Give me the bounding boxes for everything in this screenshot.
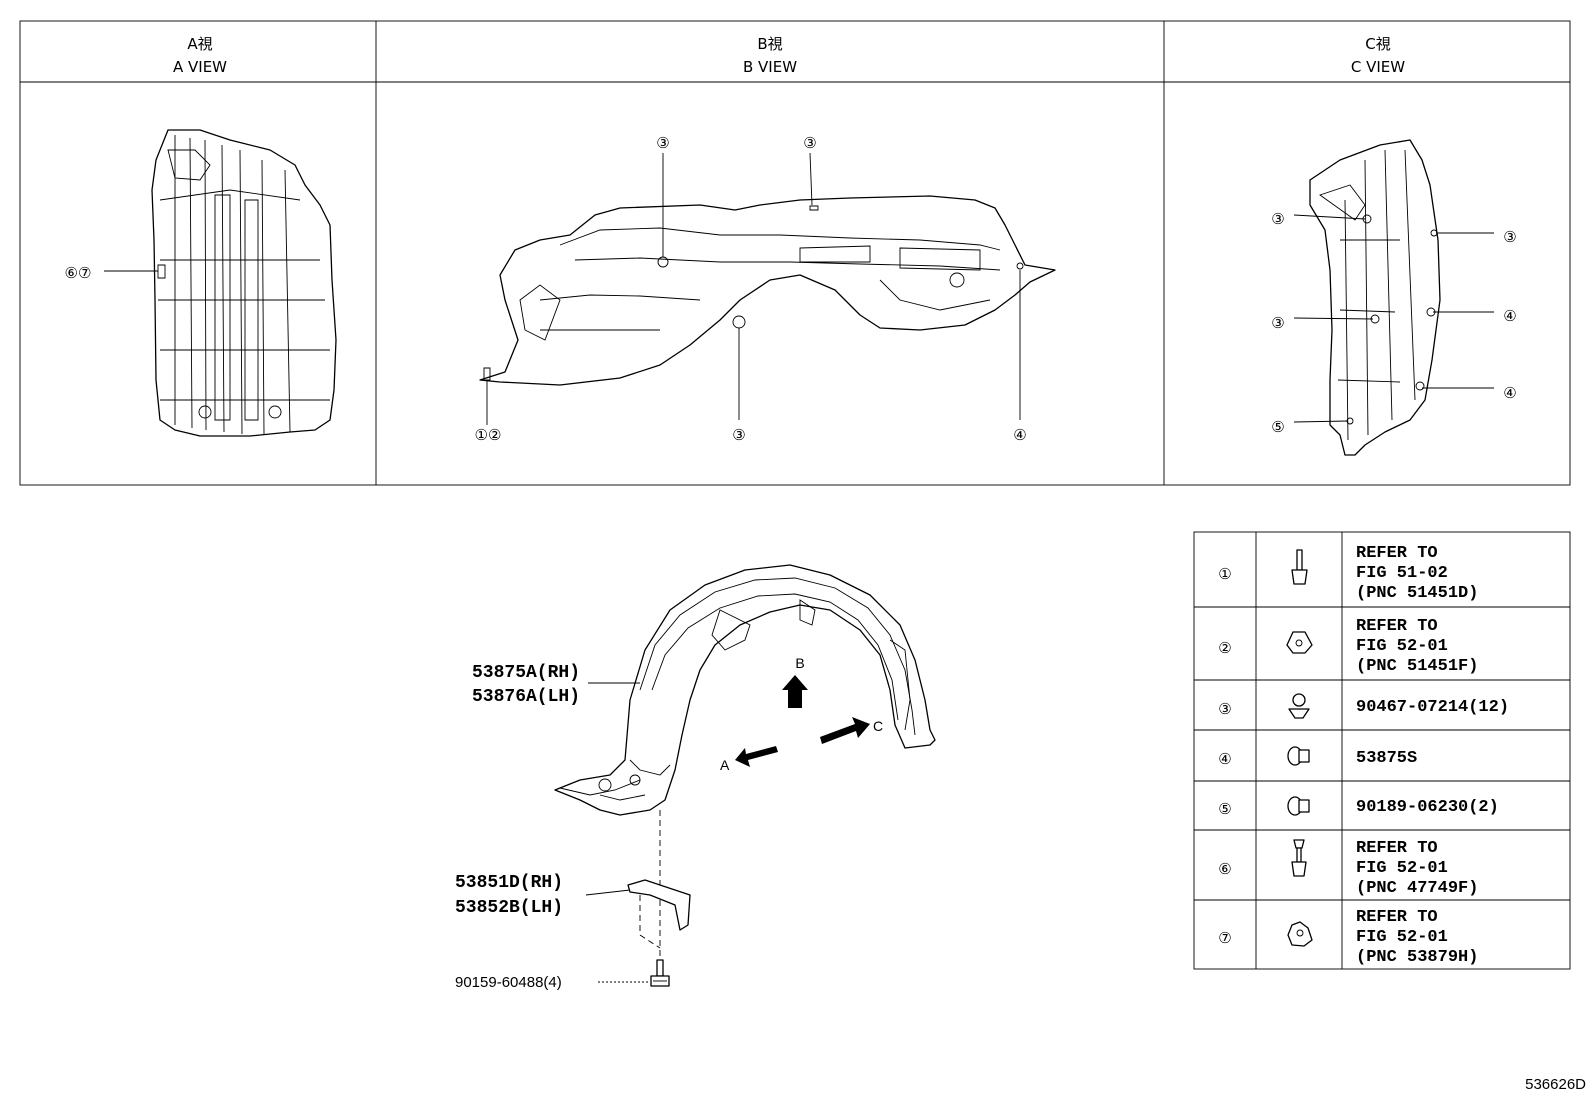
legend-row-4: ④ 53875S xyxy=(1218,746,1417,768)
legend-line: (PNC 53879H) xyxy=(1356,948,1478,967)
retainer-icon xyxy=(1287,921,1313,947)
bolt-part xyxy=(650,959,670,987)
label-liner-rh: 53875A(RH) xyxy=(472,663,580,683)
view-b-title-en: B VIEW xyxy=(743,58,797,76)
label-bolt: 90159-60488(4) xyxy=(455,974,562,991)
arrow-a-letter: A xyxy=(720,757,730,773)
legend-line: REFER TO xyxy=(1356,908,1438,927)
view-panels: A視 A VIEW B視 B VIEW C視 C VIEW xyxy=(19,20,1571,486)
view-c-drawing: ③ ③ ③ ④ ④ ⑤ xyxy=(1271,139,1517,456)
label-liner-lh: 53876A(LH) xyxy=(472,687,580,707)
fender-liner-drawing: 53875A(RH) 53876A(LH) B C A 53851D(RH) 5… xyxy=(455,564,936,991)
legend-line: REFER TO xyxy=(1356,617,1438,636)
arrow-c-letter: C xyxy=(873,718,883,734)
legend-num: ⑥ xyxy=(1218,860,1231,878)
callout-c-5: ⑤ xyxy=(1271,418,1284,436)
view-a-title-jp: A視 xyxy=(187,35,212,53)
arrow-b-letter: B xyxy=(795,655,804,671)
clip-nut-icon xyxy=(1286,631,1313,654)
legend-num: ④ xyxy=(1218,750,1231,768)
legend-line: FIG 52-01 xyxy=(1356,637,1448,656)
legend-line: 90467-07214(12) xyxy=(1356,698,1509,717)
legend-row-7: ⑦ REFER TO FIG 52-01 (PNC 53879H) xyxy=(1218,908,1478,967)
bracket xyxy=(627,879,691,931)
arrow-a xyxy=(735,746,778,767)
callout-a-6-7: ⑥⑦ xyxy=(65,264,92,282)
legend-num: ⑦ xyxy=(1218,929,1231,947)
legend-num: ⑤ xyxy=(1218,800,1231,818)
legend-line: FIG 52-01 xyxy=(1356,928,1448,947)
label-bracket-rh: 53851D(RH) xyxy=(455,873,563,893)
screw-icon xyxy=(1291,549,1308,585)
figure-code: 536626D xyxy=(1525,1076,1586,1093)
legend-line: REFER TO xyxy=(1356,544,1438,563)
callout-b-4: ④ xyxy=(1013,426,1026,444)
callout-b-3-c: ③ xyxy=(732,426,745,444)
legend-table: ① REFER TO FIG 51-02 (PNC 51451D) ② REFE… xyxy=(1193,531,1571,970)
grommet-icon xyxy=(1287,746,1310,766)
push-clip-icon xyxy=(1288,693,1310,719)
view-a-title-en: A VIEW xyxy=(173,58,227,76)
callout-c-4-b: ④ xyxy=(1503,384,1516,402)
legend-line: REFER TO xyxy=(1356,839,1438,858)
view-c-title-jp: C視 xyxy=(1365,35,1390,53)
callout-c-3-b: ③ xyxy=(1271,314,1284,332)
legend-num: ② xyxy=(1218,639,1231,657)
view-b-title-jp: B視 xyxy=(757,35,782,53)
bolt-icon xyxy=(1291,839,1307,877)
callout-b-1-2: ①② xyxy=(475,426,502,444)
legend-line: 53875S xyxy=(1356,749,1417,768)
legend-num: ① xyxy=(1218,565,1231,583)
view-b-drawing: ③ ③ ①② ③ ④ xyxy=(475,134,1056,444)
callout-b-3-a: ③ xyxy=(656,134,669,152)
arrow-b xyxy=(782,675,808,708)
legend-row-2: ② REFER TO FIG 52-01 (PNC 51451F) xyxy=(1218,617,1478,676)
legend-row-5: ⑤ 90189-06230(2) xyxy=(1218,796,1499,818)
callout-c-3-a: ③ xyxy=(1271,210,1284,228)
arrow-c xyxy=(820,717,870,744)
grommet-icon xyxy=(1287,796,1310,816)
legend-row-1: ① REFER TO FIG 51-02 (PNC 51451D) xyxy=(1218,544,1478,603)
callout-b-3-b: ③ xyxy=(803,134,816,152)
legend-line: (PNC 51451D) xyxy=(1356,584,1478,603)
legend-num: ③ xyxy=(1218,700,1231,718)
view-c-title-en: C VIEW xyxy=(1351,58,1405,76)
legend-row-6: ⑥ REFER TO FIG 52-01 (PNC 47749F) xyxy=(1218,839,1478,898)
legend-line: (PNC 51451F) xyxy=(1356,657,1478,676)
legend-line: FIG 51-02 xyxy=(1356,564,1448,583)
callout-c-3-c: ③ xyxy=(1503,228,1516,246)
callout-c-4-a: ④ xyxy=(1503,307,1516,325)
view-a-drawing: ⑥⑦ xyxy=(65,129,337,437)
legend-line: 90189-06230(2) xyxy=(1356,798,1499,817)
label-bracket-lh: 53852B(LH) xyxy=(455,898,563,918)
legend-line: FIG 52-01 xyxy=(1356,859,1448,878)
legend-line: (PNC 47749F) xyxy=(1356,879,1478,898)
legend-row-3: ③ 90467-07214(12) xyxy=(1218,693,1509,719)
